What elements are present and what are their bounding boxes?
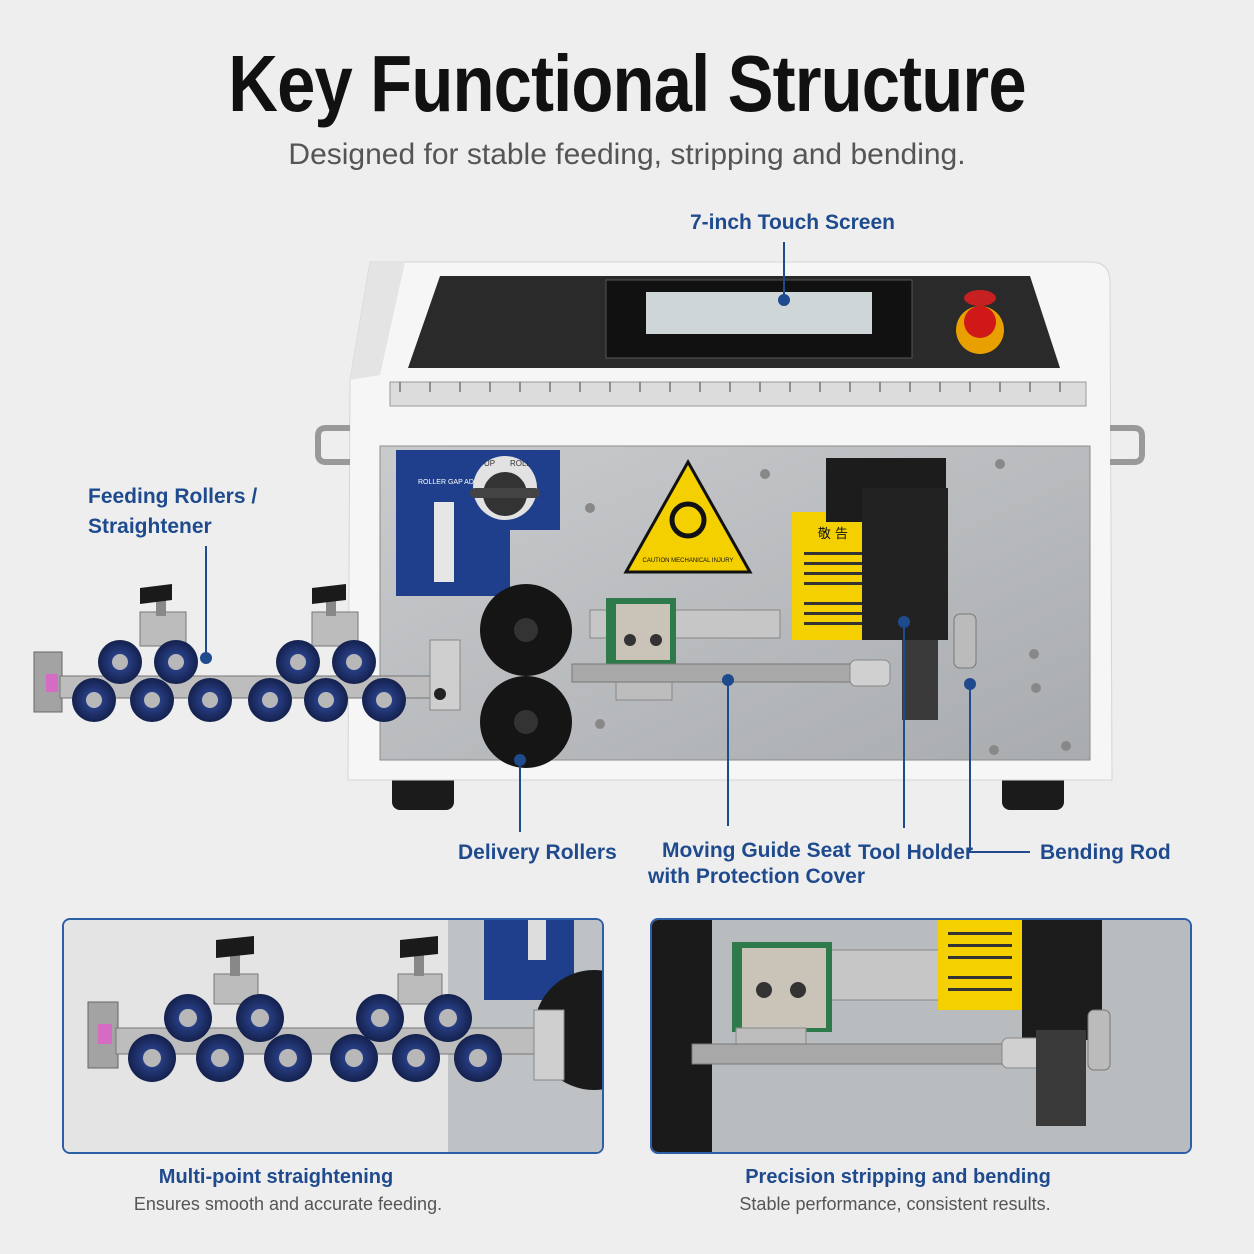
callout-bending-rod: Bending Rod xyxy=(1040,841,1171,864)
left-panel-title: Multi-point straightening xyxy=(158,1166,394,1188)
right-panel-subtitle: Stable performance, consistent results. xyxy=(739,1194,1051,1214)
callout-guide-seat-line1: Moving Guide Seat xyxy=(662,839,852,862)
guide-rod xyxy=(571,663,863,683)
notice-title: 敬 告 xyxy=(818,526,848,542)
feeding-rollers xyxy=(72,640,406,722)
page-subtitle: Designed for stable feeding, stripping a… xyxy=(288,138,966,171)
callout-delivery-rollers: Delivery Rollers xyxy=(458,841,617,864)
adjust-knob-icon xyxy=(312,584,346,604)
detail-panel-stripping xyxy=(650,918,1192,1154)
callout-guide-seat: Moving Guide Seat with Protection Cover xyxy=(648,838,865,890)
callout-touch-screen: 7-inch Touch Screen xyxy=(690,211,895,234)
machine-illustration: ROLLER GAP ADJUSTMENT UP ROLL CAUTION ME… xyxy=(33,242,1145,853)
callout-feeding-rollers-line2: Straightener xyxy=(88,515,212,538)
roller-gap-label: ROLLER GAP ADJUSTMENT xyxy=(418,479,512,486)
detail-panel-straightening xyxy=(62,918,604,1154)
left-panel-subtitle: Ensures smooth and accurate feeding. xyxy=(133,1194,443,1214)
callout-feeding-rollers: Feeding Rollers / Straightener xyxy=(88,484,257,540)
length-ruler xyxy=(389,381,1087,407)
bending-rod xyxy=(953,613,977,669)
callout-tool-holder: Tool Holder xyxy=(858,841,974,864)
callout-feeding-rollers-line1: Feeding Rollers / xyxy=(88,485,258,508)
warning-icon xyxy=(623,458,753,574)
stripping-closeup xyxy=(652,920,1190,1152)
side-handle xyxy=(315,425,350,465)
side-handle xyxy=(1110,425,1145,465)
callout-guide-seat-line2: with Protection Cover xyxy=(648,865,866,888)
roll-label: ROLL xyxy=(510,459,531,468)
warning-caption: CAUTION MECHANICAL INJURY xyxy=(642,558,733,564)
straightening-closeup xyxy=(64,920,602,1152)
adjust-knob-icon xyxy=(140,584,172,604)
gap-slider xyxy=(434,502,454,582)
up-label: UP xyxy=(484,459,495,468)
notice-label xyxy=(792,512,874,640)
right-panel-title: Precision stripping and bending xyxy=(745,1166,1051,1188)
page-title: Key Functional Structure xyxy=(228,39,1026,128)
